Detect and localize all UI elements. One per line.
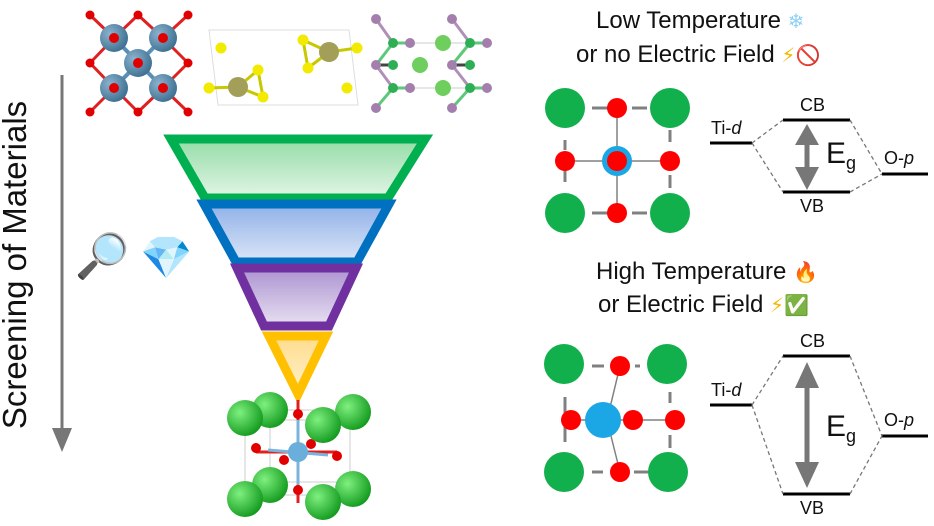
snowflake-icon: ❄	[787, 9, 805, 33]
low-temp-title: Low Temperature ❄	[596, 7, 805, 34]
funnel-stage-1	[163, 134, 434, 203]
lightning-icon: ⚡	[781, 43, 796, 67]
high-field-title: or Electric Field ⚡✅	[598, 291, 809, 318]
check-mark-icon: ✅	[784, 293, 809, 317]
screening-funnel	[163, 134, 434, 405]
perovskite-unit-cell	[227, 392, 371, 520]
o-p-label: O-p	[884, 148, 915, 168]
oxide-octahedral-structure	[85, 10, 193, 117]
cb-label: CB	[800, 95, 826, 115]
vb-label: VB	[800, 498, 825, 518]
magnifying-glass-icon: 🔍	[75, 231, 130, 282]
low-temp-lattice	[545, 88, 690, 233]
lightning-icon: ⚡	[770, 293, 785, 317]
green-purple-layered-structure	[371, 14, 492, 113]
cb-label: CB	[800, 331, 826, 351]
band-gap-arrow	[795, 362, 819, 488]
high-temp-title: High Temperature 🔥	[596, 258, 818, 285]
prohibited-icon: 🚫	[795, 43, 821, 67]
high-temp-band-diagram	[710, 354, 928, 496]
ti-d-label: Ti-d	[711, 118, 742, 138]
screening-arrow	[52, 75, 72, 452]
funnel-stage-2	[196, 199, 397, 267]
low-temp-band-diagram	[710, 118, 928, 194]
fire-icon: 🔥	[793, 260, 818, 284]
funnel-stage-4	[261, 331, 334, 405]
yellow-cluster-structure	[203, 29, 363, 106]
band-gap-label: Eg	[826, 410, 857, 446]
funnel-stage-3	[229, 263, 364, 331]
gem-icon: 💎	[140, 233, 193, 282]
low-field-title: or no Electric Field ⚡🚫	[576, 41, 821, 68]
high-temp-lattice	[544, 344, 688, 492]
o-p-label: O-p	[884, 410, 915, 430]
vb-label: VB	[800, 196, 825, 216]
band-gap-arrow	[795, 124, 819, 190]
ti-d-label: Ti-d	[711, 380, 742, 400]
band-gap-label: Eg	[826, 137, 857, 173]
